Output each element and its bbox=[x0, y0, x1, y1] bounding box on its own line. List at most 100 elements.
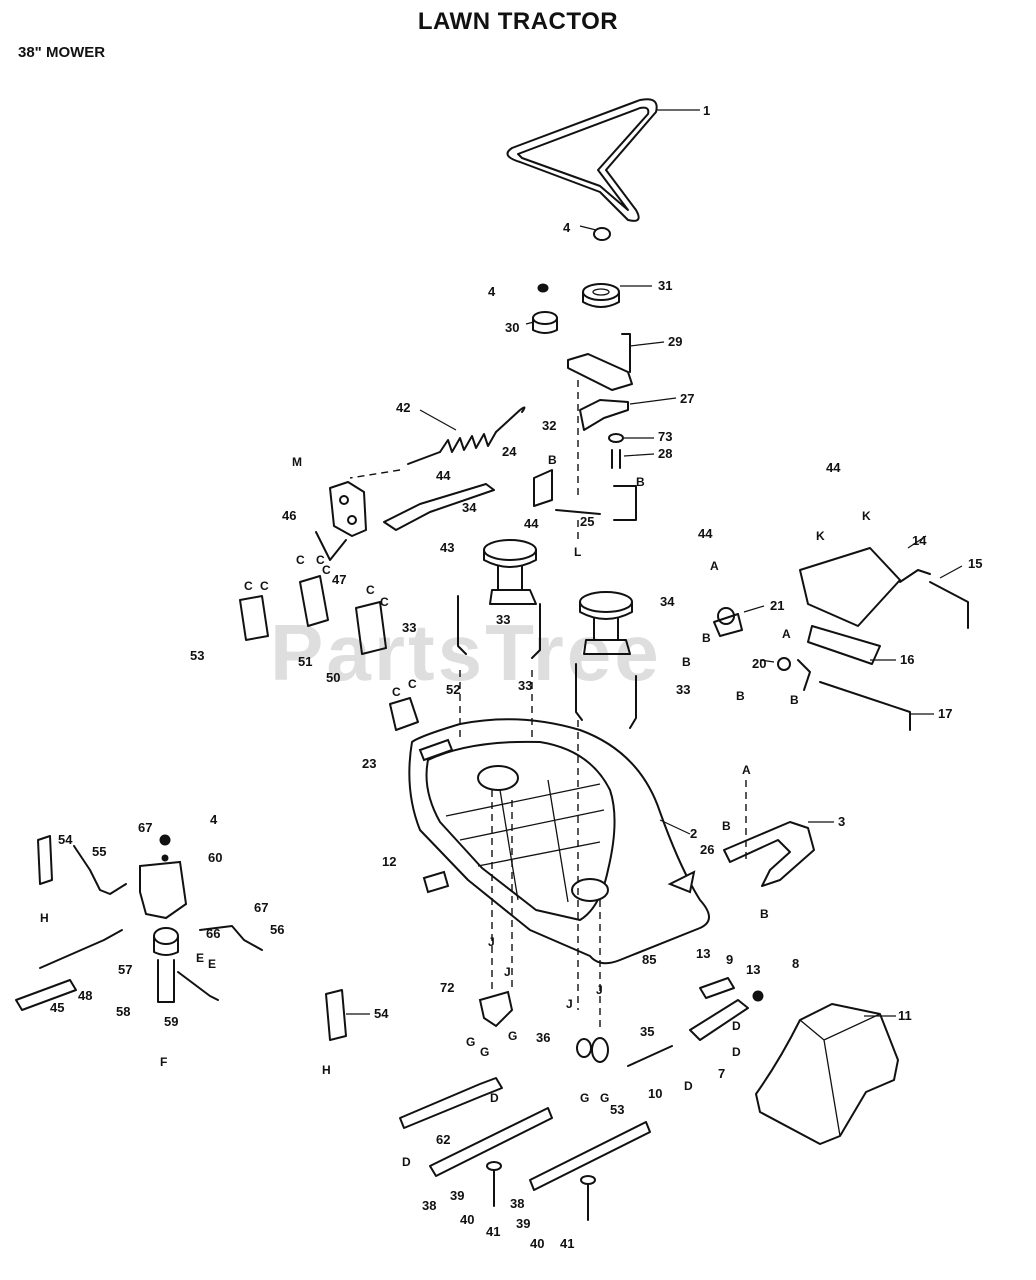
ref-e-a: E bbox=[196, 951, 204, 965]
ref-a-20: A bbox=[782, 627, 791, 641]
ref-b-25: B bbox=[636, 475, 645, 489]
ref-d-62: D bbox=[490, 1091, 499, 1105]
callout-72: 72 bbox=[440, 980, 454, 995]
callout-67-top: 67 bbox=[138, 820, 152, 835]
callout-73: 73 bbox=[658, 429, 672, 444]
callout-38-right: 38 bbox=[510, 1196, 524, 1211]
spindle-left bbox=[483, 539, 537, 605]
plate-12 bbox=[422, 870, 450, 894]
idler-bracket bbox=[567, 333, 633, 500]
ref-f: F bbox=[160, 1055, 167, 1069]
callout-29: 29 bbox=[668, 334, 682, 349]
callout-53-top: 53 bbox=[190, 648, 204, 663]
ref-b-24: B bbox=[548, 453, 557, 467]
callout-33-b: 33 bbox=[496, 612, 510, 627]
callout-15: 15 bbox=[968, 556, 982, 571]
callout-7: 7 bbox=[718, 1066, 725, 1081]
ref-l: L bbox=[574, 545, 581, 559]
ref-c-50b: C bbox=[380, 595, 389, 609]
spindle-right bbox=[579, 591, 633, 655]
callout-2: 2 bbox=[690, 826, 697, 841]
spring-part bbox=[349, 406, 526, 479]
ref-h-lower: H bbox=[322, 1063, 331, 1077]
callout-60: 60 bbox=[208, 850, 222, 865]
callout-4-top: 4 bbox=[563, 220, 571, 235]
callout-12: 12 bbox=[382, 854, 396, 869]
callout-4-left: 4 bbox=[488, 284, 496, 299]
callout-52: 52 bbox=[446, 682, 460, 697]
callout-40-right: 40 bbox=[530, 1236, 544, 1251]
belt-part bbox=[506, 98, 658, 222]
ref-j-a: J bbox=[488, 935, 495, 949]
ref-b-21b: B bbox=[682, 655, 691, 669]
ref-k-left: K bbox=[816, 529, 825, 543]
callout-44-c: 44 bbox=[698, 526, 713, 541]
leader-lines bbox=[346, 109, 963, 1017]
callout-13-b: 13 bbox=[746, 962, 760, 977]
callout-46: 46 bbox=[282, 508, 296, 523]
callout-33-a: 33 bbox=[402, 620, 416, 635]
callout-59: 59 bbox=[164, 1014, 178, 1029]
callout-14: 14 bbox=[912, 533, 927, 548]
callout-85: 85 bbox=[642, 952, 656, 967]
callout-30: 30 bbox=[505, 320, 519, 335]
callout-labels: 1 4 4 31 30 29 27 73 28 42 32 24 25 44 4… bbox=[50, 103, 982, 1251]
left-assembly bbox=[15, 834, 263, 1011]
side-brackets bbox=[239, 575, 419, 731]
callout-41-left: 41 bbox=[486, 1224, 500, 1239]
diagram-subtitle: 38" MOWER bbox=[18, 44, 106, 61]
ref-m: M bbox=[292, 455, 302, 469]
ref-g-e: G bbox=[600, 1091, 609, 1105]
ref-d-7a: D bbox=[684, 1079, 693, 1093]
callout-33-c: 33 bbox=[518, 678, 532, 693]
ref-c-52b: C bbox=[408, 677, 417, 691]
ref-j-d: J bbox=[596, 983, 603, 997]
callout-31: 31 bbox=[658, 278, 672, 293]
callout-32: 32 bbox=[542, 418, 556, 433]
callout-10: 10 bbox=[648, 1086, 662, 1101]
callout-50: 50 bbox=[326, 670, 340, 685]
callout-58: 58 bbox=[116, 1004, 130, 1019]
ref-c-47b: C bbox=[322, 563, 331, 577]
callout-62: 62 bbox=[436, 1132, 450, 1147]
callout-23: 23 bbox=[362, 756, 376, 771]
ref-g-c: G bbox=[508, 1029, 517, 1043]
callout-28: 28 bbox=[658, 446, 672, 461]
callout-44-d: 44 bbox=[826, 460, 841, 475]
lower-spindle-parts bbox=[576, 1037, 609, 1063]
plate-23 bbox=[418, 738, 454, 762]
callout-53-lower: 53 bbox=[610, 1102, 624, 1117]
blade-adapter bbox=[478, 990, 514, 1028]
ref-c-47: C bbox=[316, 553, 325, 567]
callout-17: 17 bbox=[938, 706, 952, 721]
callout-54-top: 54 bbox=[58, 832, 73, 847]
ref-k-top: K bbox=[862, 509, 871, 523]
assembly-lines bbox=[459, 670, 747, 1030]
ref-b-3a: B bbox=[722, 819, 731, 833]
ref-d-7c: D bbox=[732, 1019, 741, 1033]
callout-44-b: 44 bbox=[524, 516, 539, 531]
callout-26: 26 bbox=[700, 842, 714, 857]
callout-55: 55 bbox=[92, 844, 106, 859]
callout-25: 25 bbox=[580, 514, 594, 529]
ref-b-3b: B bbox=[760, 907, 769, 921]
callout-47: 47 bbox=[332, 572, 346, 587]
diagram-title: LAWN TRACTOR bbox=[417, 8, 619, 35]
front-linkage bbox=[713, 547, 969, 731]
ref-e-b: E bbox=[208, 957, 216, 971]
hanger-rods bbox=[457, 595, 637, 729]
lift-linkage bbox=[383, 469, 637, 540]
callout-39-left: 39 bbox=[450, 1188, 464, 1203]
callout-34-right: 34 bbox=[660, 594, 675, 609]
callout-66: 66 bbox=[206, 926, 220, 941]
callout-34-left: 34 bbox=[462, 500, 477, 515]
ref-c-53b: C bbox=[260, 579, 269, 593]
callout-35: 35 bbox=[640, 1024, 654, 1039]
callout-40-left: 40 bbox=[460, 1212, 474, 1227]
bracket-54-lower bbox=[325, 989, 347, 1041]
pulley-assembly bbox=[532, 227, 620, 334]
callout-43: 43 bbox=[440, 540, 454, 555]
callout-9: 9 bbox=[726, 952, 733, 967]
callout-39-right: 39 bbox=[516, 1216, 530, 1231]
ref-d-blade: D bbox=[402, 1155, 411, 1169]
